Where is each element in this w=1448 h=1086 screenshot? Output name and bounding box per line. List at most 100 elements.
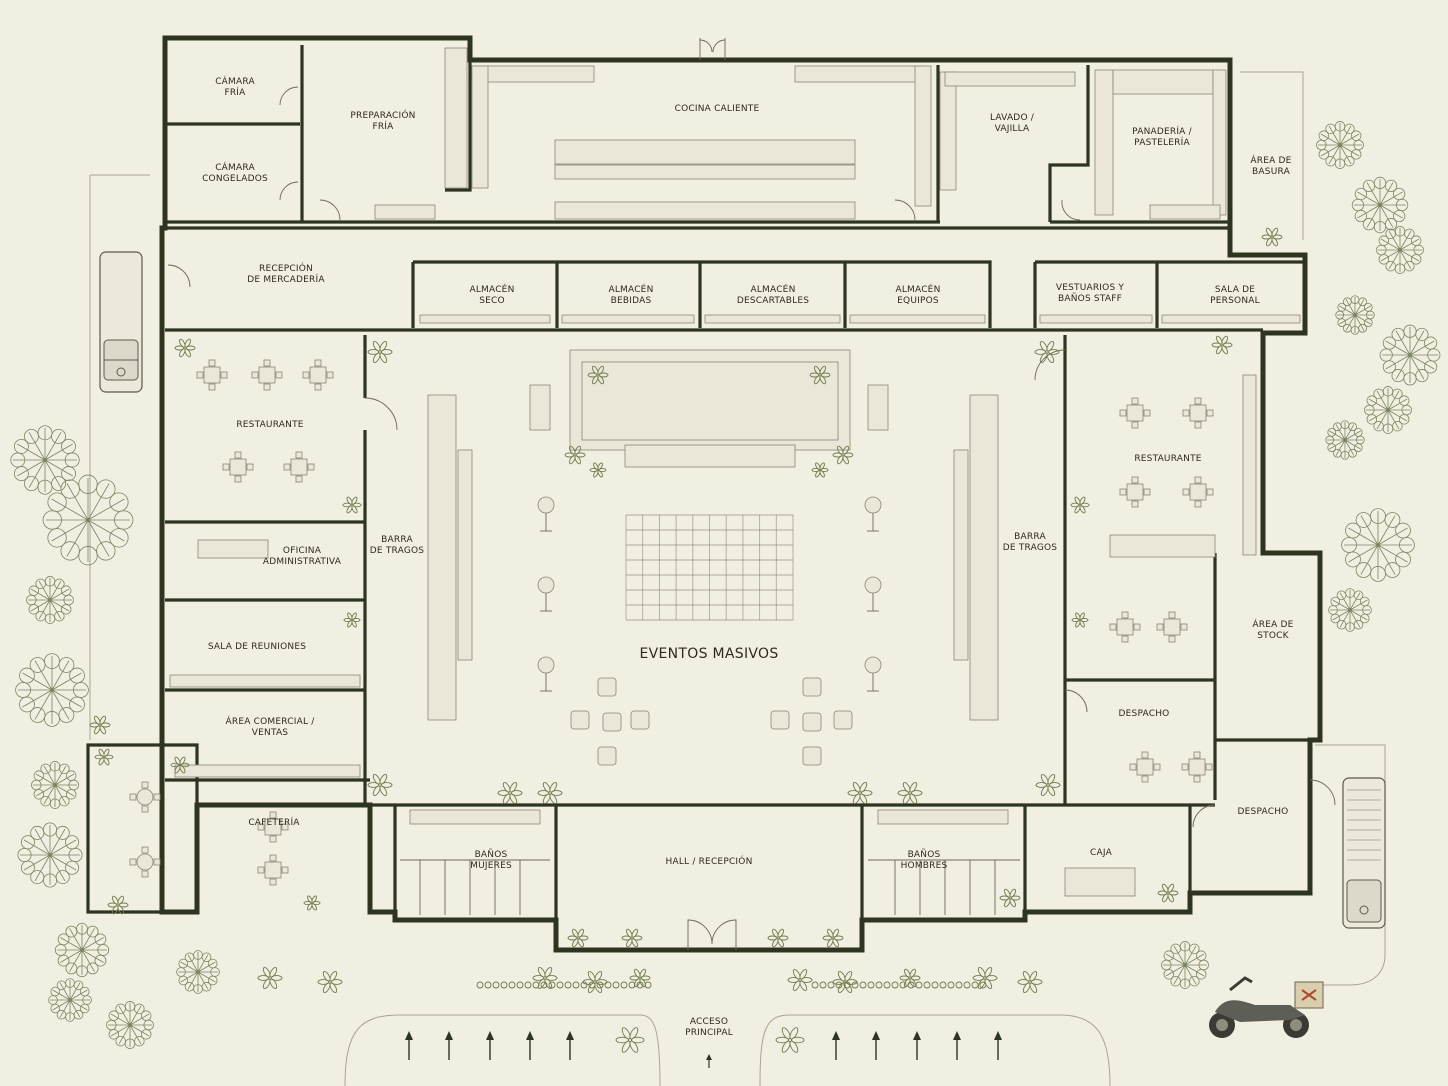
plant-icon [342, 496, 362, 514]
table [1156, 611, 1188, 643]
label-area-comercial: ÁREA COMERCIAL /VENTAS [226, 715, 316, 738]
site-lines [89, 71, 1386, 1086]
tree-icon [1351, 176, 1409, 234]
table [1182, 397, 1214, 429]
tree-icon [1161, 941, 1209, 989]
label-restaurante-der: RESTAURANTE [1134, 454, 1201, 464]
tree-icon [10, 425, 80, 495]
plant-icon [1034, 341, 1060, 363]
high-table [537, 576, 555, 612]
table [129, 846, 161, 878]
plant-icon [899, 968, 921, 988]
tree-icon [1335, 295, 1375, 335]
tree-icon [54, 922, 110, 978]
arrow-up-icon [445, 1031, 453, 1060]
tree-icon [15, 653, 89, 727]
lounge-seat [570, 710, 590, 730]
lounge-seat [597, 746, 617, 766]
kitchen-equipment [374, 47, 1227, 220]
bars [427, 394, 999, 721]
tree-icon [31, 761, 79, 809]
plant-icon [587, 365, 609, 385]
arrow-up-icon [872, 1031, 880, 1060]
arrow-up-icon [405, 1031, 413, 1060]
label-hall: HALL / RECEPCIÓN [666, 855, 753, 867]
entrance-arrows [405, 1031, 1002, 1068]
lounge-seat [833, 710, 853, 730]
tree-icon [106, 1001, 154, 1049]
dance-floor [625, 514, 794, 621]
label-lavado-vajilla: LAVADO /VAJILLA [990, 113, 1035, 134]
label-cafeteria: CAFETERÍA [248, 816, 300, 828]
plant-icon [257, 967, 283, 989]
table [283, 451, 315, 483]
arrow-up-icon [913, 1031, 921, 1060]
plant-icon [1070, 496, 1090, 514]
plant-icon [303, 895, 321, 911]
plant-icon [832, 445, 854, 465]
plant-icon [1211, 335, 1233, 355]
plant-icon [787, 969, 813, 991]
label-panaderia: PANADERÍA /PASTELERÍA [1132, 125, 1192, 148]
plant-icon [170, 756, 190, 774]
table [251, 359, 283, 391]
arrow-up-icon [526, 1031, 534, 1060]
table [196, 359, 228, 391]
tree-icon [1364, 386, 1412, 434]
high-table [537, 656, 555, 692]
label-caja: CAJA [1090, 848, 1113, 858]
plant-icon [999, 888, 1021, 908]
table [129, 781, 161, 813]
arrow-up-icon [832, 1031, 840, 1060]
arrow-up-icon [994, 1031, 1002, 1060]
lounge-seat [802, 677, 822, 697]
table [1129, 751, 1161, 783]
plant-icon [1071, 612, 1089, 628]
stage [529, 349, 889, 468]
plant-icon [107, 895, 129, 915]
bathroom-stalls [400, 809, 1020, 915]
plant-icon [1157, 883, 1179, 903]
table [222, 451, 254, 483]
high-table [864, 656, 882, 692]
interior-walls [86, 45, 1310, 920]
lounge-seat [802, 712, 822, 732]
delivery-van-icon [99, 251, 143, 393]
plant-icon [1017, 971, 1043, 993]
arrow-up-icon [566, 1031, 574, 1060]
plant-icon [847, 782, 873, 804]
plant-icon [767, 928, 789, 948]
plant-icon [897, 782, 923, 804]
lounge-seat [770, 710, 790, 730]
plant-icon [367, 341, 393, 363]
doors [167, 38, 1336, 950]
plant-icon [497, 782, 523, 804]
tree-icon [1325, 420, 1365, 460]
table [1182, 476, 1214, 508]
plant-icon [564, 445, 586, 465]
plant-icon [1261, 227, 1283, 247]
arrow-up-icon [706, 1054, 712, 1068]
label-restaurante-izq: RESTAURANTE [236, 420, 303, 430]
table [1109, 611, 1141, 643]
plant-icon [317, 971, 343, 993]
table [257, 854, 289, 886]
storage-shelves [419, 314, 1301, 324]
plant-icon [822, 928, 844, 948]
tree-icon [26, 576, 74, 624]
plant-icon [615, 1027, 645, 1053]
tree-icon [17, 822, 83, 888]
